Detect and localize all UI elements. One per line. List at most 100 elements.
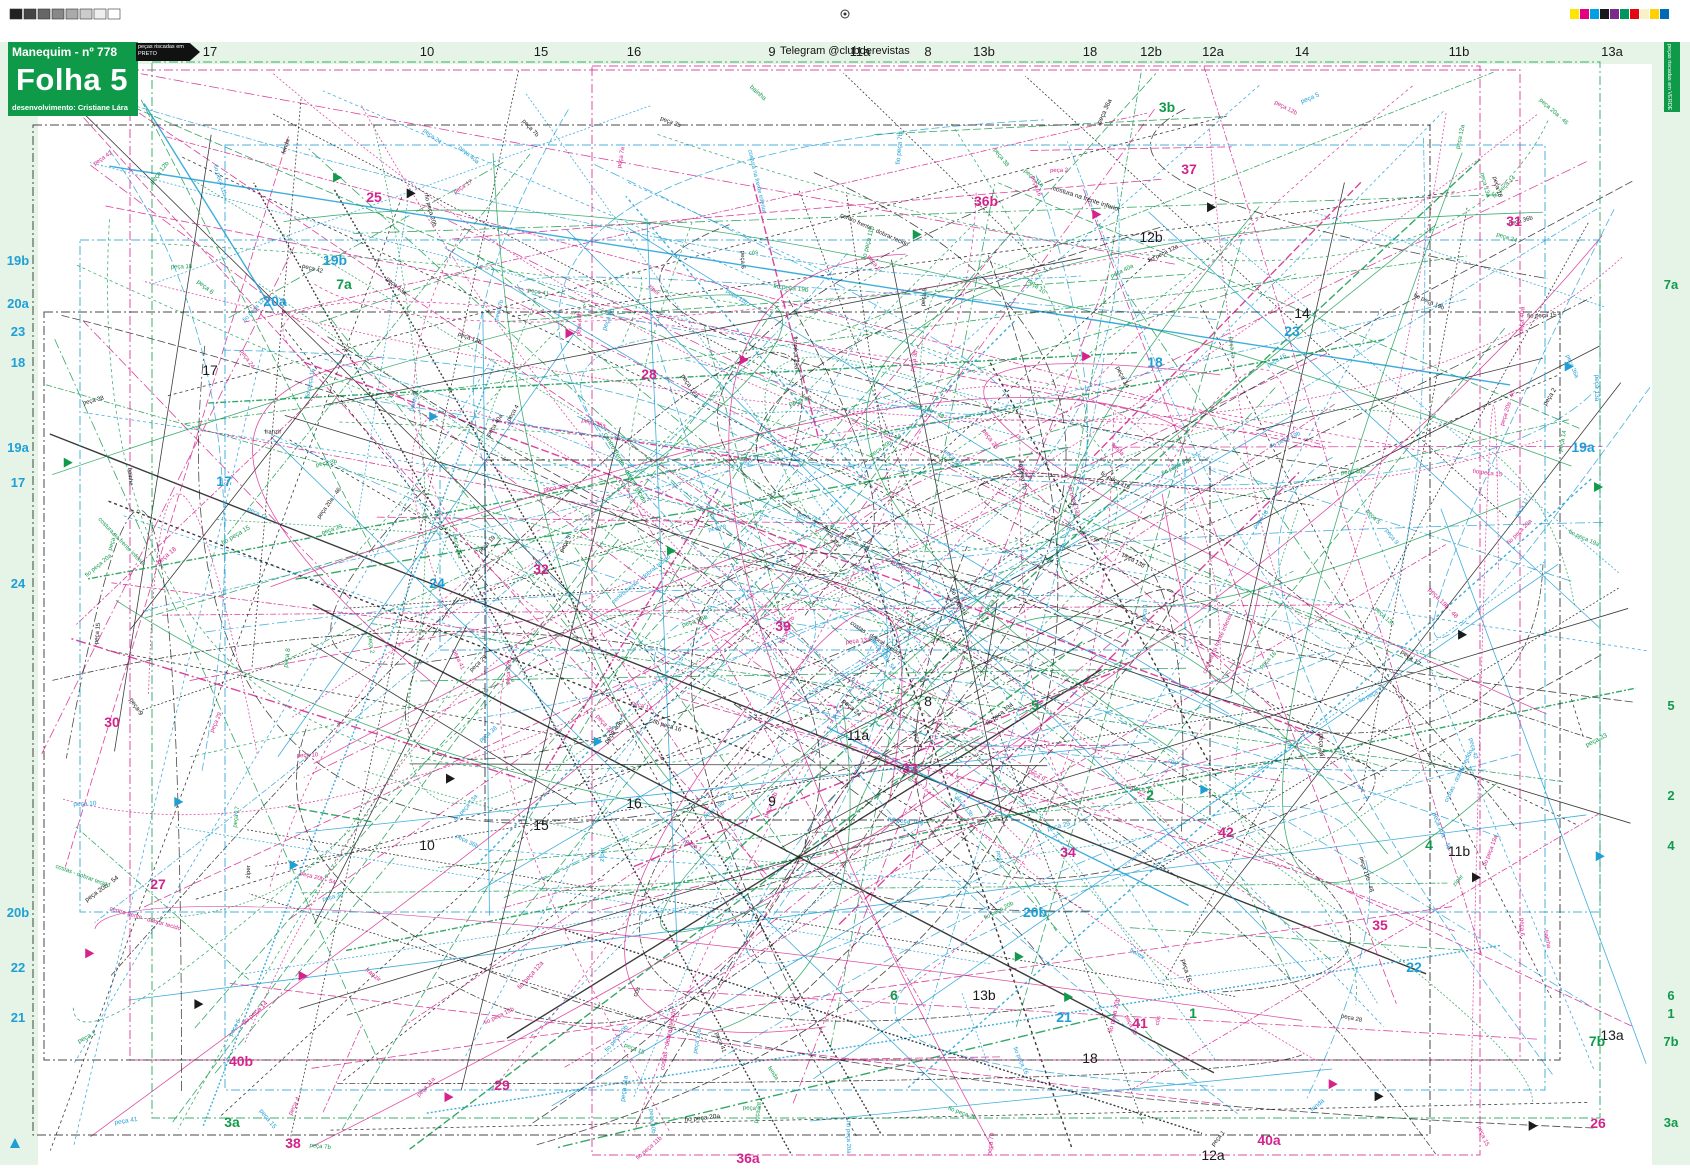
piece-number-magenta: 37 [1181, 161, 1197, 177]
seam-curve [1070, 180, 1633, 506]
piece-label: peça 17 [1514, 497, 1530, 519]
pattern-line [166, 115, 1227, 397]
right-piece-number: 6 [1667, 988, 1674, 1003]
seam-curve [1234, 509, 1445, 850]
piece-label: franzir [265, 429, 282, 435]
pattern-line [229, 982, 1223, 1105]
piece-label: peça 15 [623, 1043, 646, 1057]
up-arrow-icon [10, 1138, 20, 1148]
pattern-line [1160, 956, 1339, 981]
pattern-line [1001, 419, 1569, 553]
seam-curve [273, 73, 1544, 490]
seam-curve [142, 256, 1623, 421]
piece-label: fio peça 13a [985, 702, 1015, 727]
pattern-line [310, 643, 577, 806]
piece-label: peça 33 [1585, 732, 1609, 749]
pattern-line [253, 182, 792, 1154]
piece-label: peça 12b [725, 288, 750, 307]
top-piece-number: 9 [768, 44, 775, 59]
pattern-line [415, 667, 1187, 682]
piece-label: fio peça 11b [635, 1135, 664, 1161]
piece-number-magenta: 40a [1257, 1132, 1281, 1148]
seam-curve [1066, 137, 1426, 649]
color-swatch [1660, 9, 1669, 19]
pattern-line [226, 153, 531, 536]
pattern-line [243, 112, 1148, 323]
seam-curve [805, 208, 1598, 696]
seam-curve [360, 103, 1316, 1061]
seam-curve [407, 300, 724, 804]
seam-curve [813, 409, 1576, 608]
pattern-line [322, 90, 981, 376]
pattern-line [720, 85, 1260, 556]
grey-swatch [93, 8, 107, 20]
left-piece-number: 20a [7, 296, 29, 311]
right-piece-number: 2 [1667, 788, 1674, 803]
pattern-line [300, 882, 1448, 894]
piece-label: costas - dobrar tecido [54, 864, 111, 890]
pattern-line [539, 875, 837, 890]
pattern-line [49, 197, 403, 1151]
pattern-line [1240, 876, 1291, 979]
top-piece-number: 12b [1140, 44, 1162, 59]
registration-mark-dot [843, 12, 847, 16]
pattern-line [64, 136, 289, 867]
grain-arrow-icon [1472, 872, 1482, 883]
seam-curve [634, 85, 1413, 1132]
seam-curve [269, 419, 1331, 889]
seam-curve [411, 410, 1042, 861]
pattern-line [270, 436, 958, 1106]
pattern-line [680, 698, 1290, 870]
piece-number-magenta: 38 [285, 1135, 301, 1151]
seam-curve [866, 211, 1544, 754]
pattern-line [287, 806, 375, 823]
color-swatch [1640, 9, 1649, 19]
pattern-line [228, 161, 504, 319]
piece-number-cyan: 23 [1284, 323, 1300, 339]
right-piece-number: 7a [1664, 277, 1679, 292]
piece-label: peça 13a [846, 637, 872, 646]
grain-arrow-icon [1014, 951, 1024, 962]
piece-label: peça 38 [82, 395, 105, 406]
grain-arrow-icon [666, 545, 676, 556]
seam-curve [804, 472, 1519, 832]
pattern-line [130, 353, 347, 630]
grey-swatch [79, 8, 93, 20]
seam-curve [637, 412, 1357, 1005]
piece-number-magenta: 30 [104, 714, 120, 730]
pattern-line [809, 1068, 1333, 1122]
registration-mark-icon [840, 9, 850, 19]
grain-arrow-icon [1594, 481, 1604, 492]
pattern-line [790, 698, 1289, 783]
piece-label: peça 24 [238, 349, 255, 371]
piece-label: fio peça 15 [1472, 469, 1503, 479]
pattern-line [1083, 188, 1397, 1005]
seam-curve [767, 609, 903, 803]
seam-curve [155, 243, 1118, 687]
seam-curve [624, 702, 826, 1033]
pattern-line [316, 261, 494, 324]
seam-curve [355, 271, 643, 554]
pattern-line [482, 312, 490, 916]
piece-label: fio peça 19b [1413, 293, 1446, 312]
piece-number-black: 15 [533, 817, 549, 833]
pattern-line [138, 112, 930, 648]
pattern-line [976, 804, 1057, 932]
grain-arrow-icon [1564, 361, 1574, 372]
pattern-line [306, 146, 1078, 851]
piece-label: peça 15 [1475, 1125, 1489, 1148]
grey-swatch [37, 8, 51, 20]
pattern-line [1213, 839, 1455, 932]
piece-label: peça 29 [321, 524, 344, 537]
pattern-line [490, 419, 799, 468]
piece-label: peça 9 [108, 532, 119, 552]
pattern-line [409, 641, 1083, 1150]
pattern-line [333, 189, 882, 1134]
pattern-line [1225, 861, 1385, 1028]
seam-curve [657, 120, 1549, 262]
seam-curve [1433, 209, 1651, 639]
piece-label: peça 40b [576, 311, 583, 337]
piece-label: bainha [126, 468, 133, 487]
pattern-line [107, 650, 596, 743]
pattern-line [248, 893, 753, 1055]
